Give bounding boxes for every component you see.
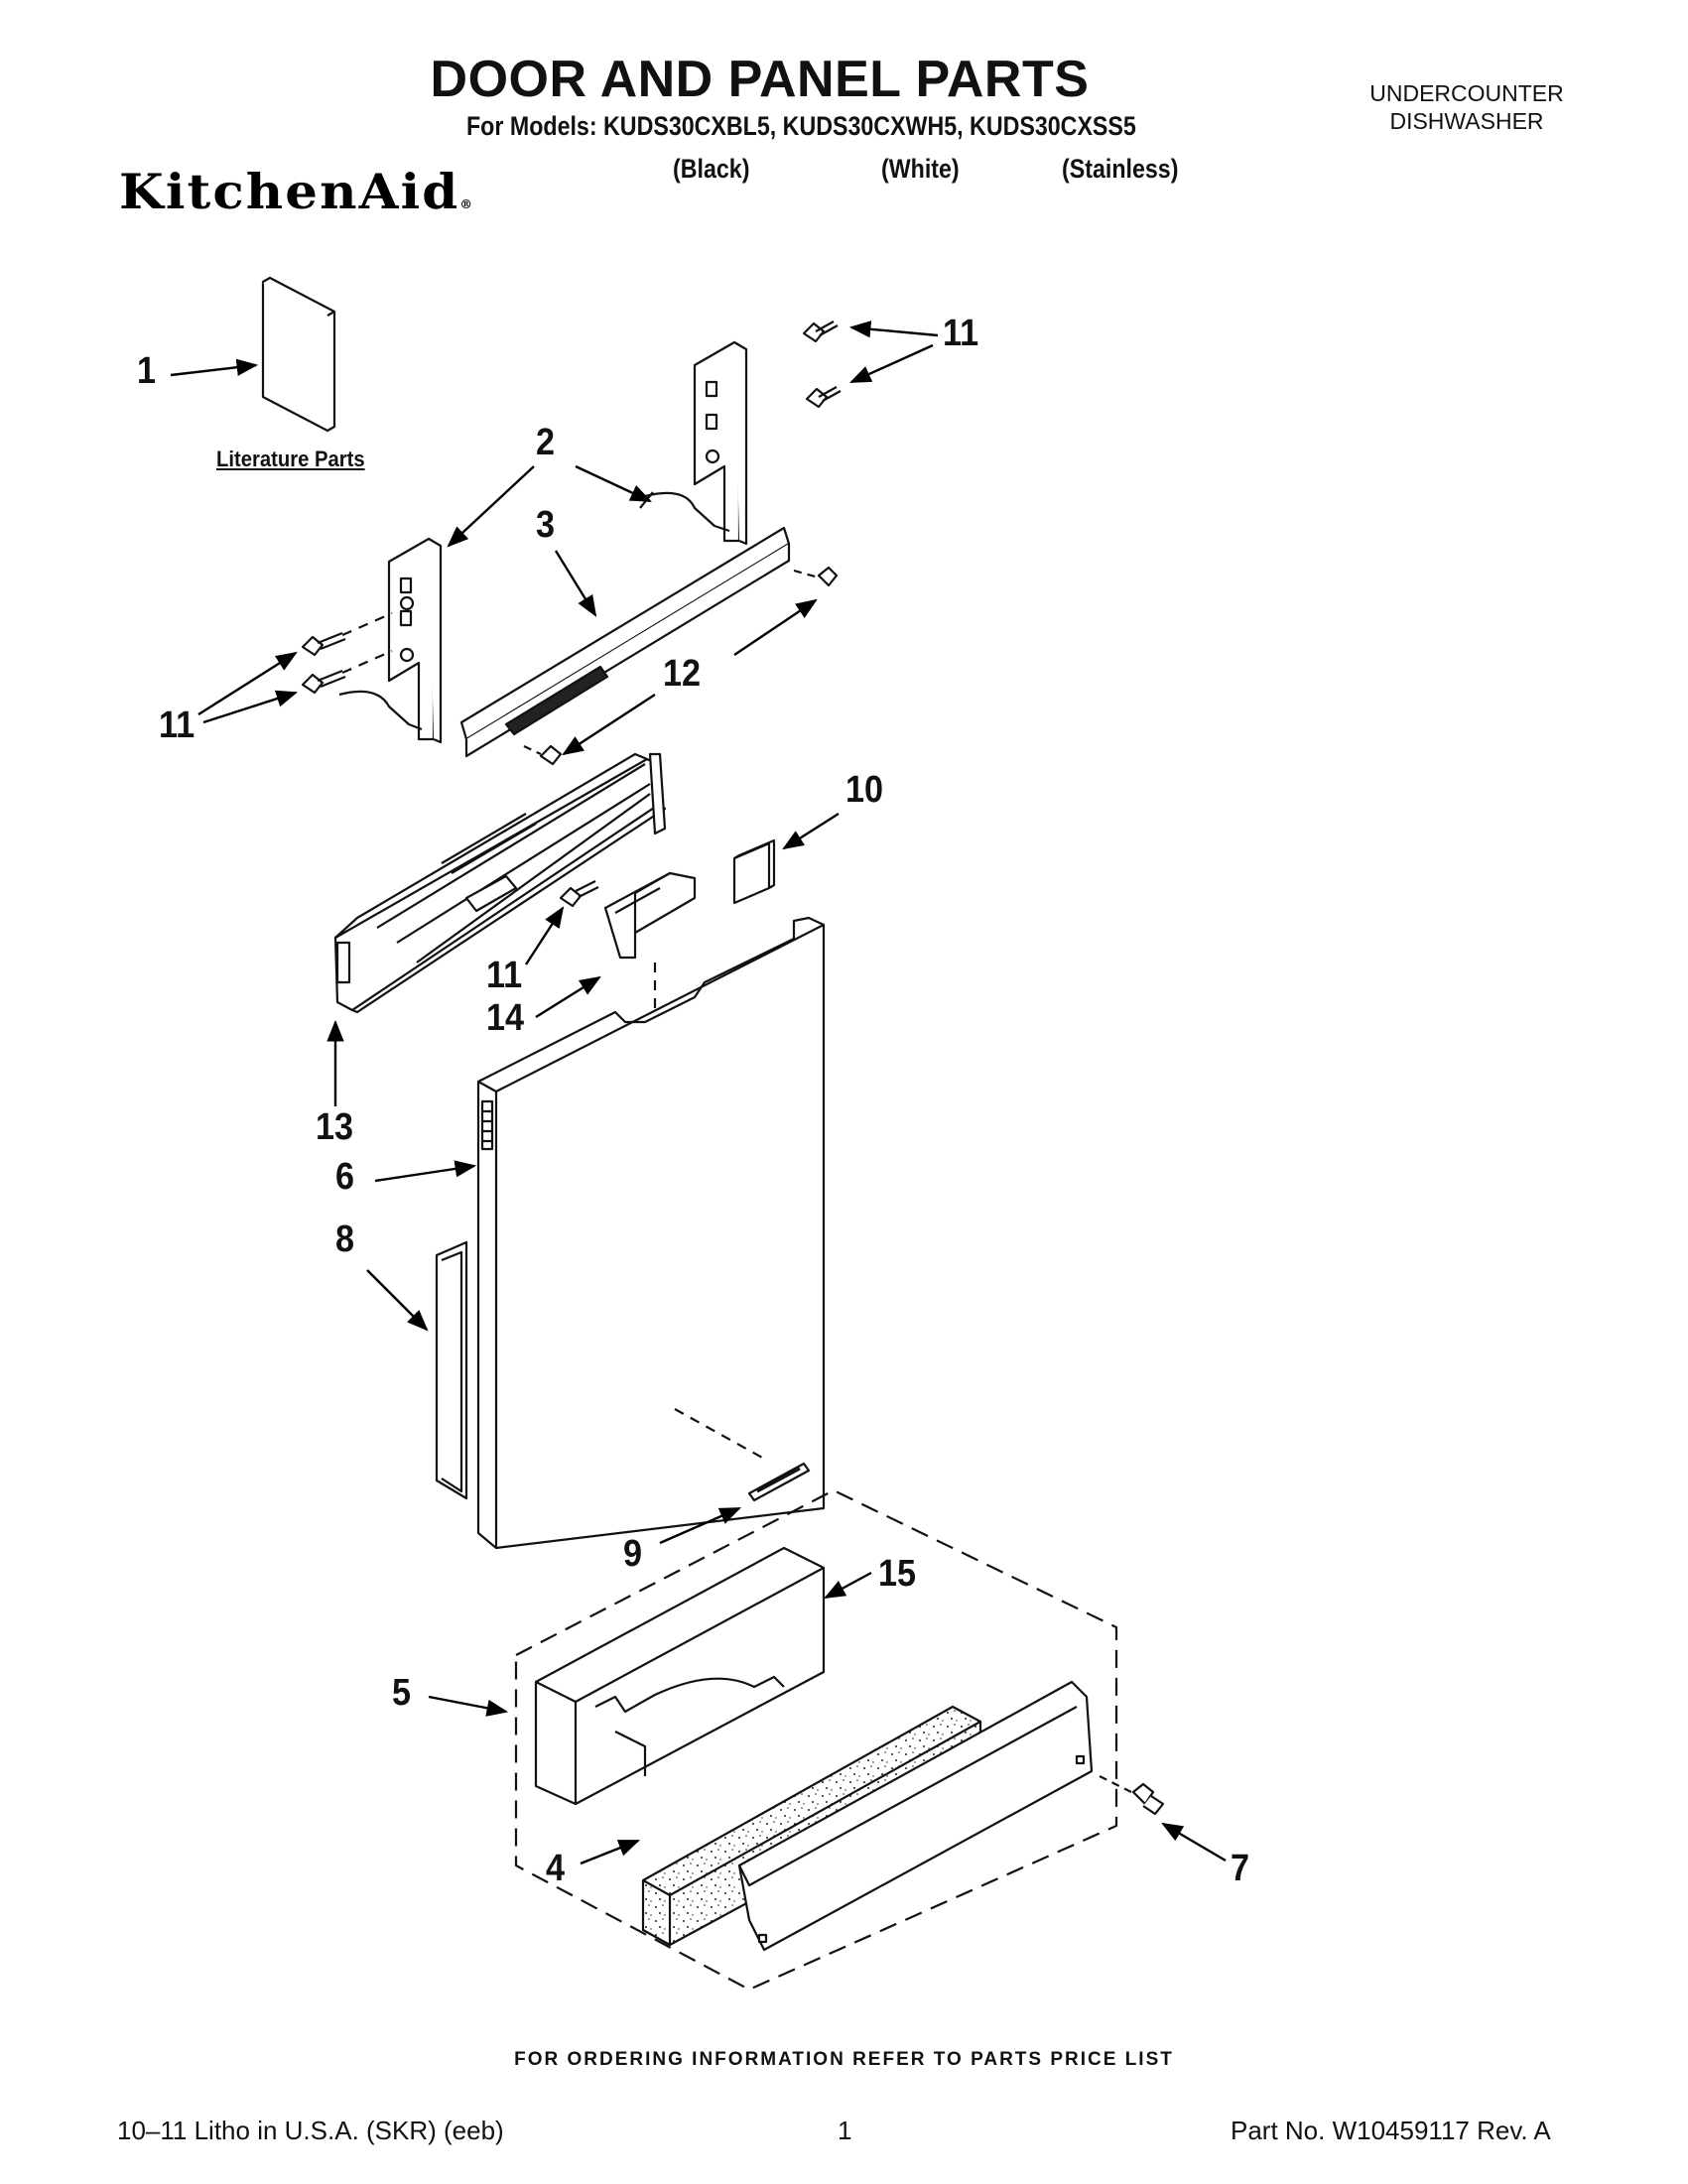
- category-line-1: UNDERCOUNTER: [1369, 80, 1564, 106]
- literature-booklet: [261, 276, 336, 433]
- screw-toe-panel: [1099, 1775, 1165, 1816]
- brand-registered-mark: ®: [459, 197, 472, 211]
- finish-black: (Black): [673, 154, 750, 184]
- finish-white: (White): [881, 154, 960, 184]
- finish-stainless: (Stainless): [1062, 154, 1179, 184]
- page-number: 1: [838, 2116, 852, 2145]
- brand-logo: KitchenAid®: [119, 163, 472, 220]
- callout-10: 10: [845, 769, 884, 811]
- callout-11-middle: 11: [486, 955, 523, 996]
- callout-2: 2: [536, 422, 556, 463]
- models-line: For Models: KUDS30CXBL5, KUDS30CXWH5, KU…: [466, 111, 1136, 141]
- callout-3: 3: [536, 504, 556, 546]
- callout-5: 5: [392, 1672, 412, 1714]
- door-bracket-left: [338, 537, 443, 744]
- foam-block: [534, 1546, 826, 1806]
- ordering-info: FOR ORDERING INFORMATION REFER TO PARTS …: [514, 2049, 1174, 2070]
- leader-arrows: [170, 321, 1227, 1865]
- screw-control: [559, 880, 599, 908]
- upper-panel-strip: [459, 526, 791, 758]
- door-gasket: [435, 1240, 468, 1500]
- part-number: Part No. W10459117 Rev. A: [1231, 2116, 1551, 2145]
- callout-15: 15: [878, 1553, 917, 1595]
- control-panel-assembly: [333, 752, 667, 1014]
- callout-14: 14: [486, 997, 525, 1039]
- logo-badge: [747, 1462, 811, 1502]
- callout-11-left: 11: [159, 705, 195, 746]
- door-bracket-right: [639, 340, 748, 546]
- callout-9: 9: [623, 1533, 643, 1575]
- callout-7: 7: [1231, 1848, 1250, 1889]
- screw-left-1: [301, 631, 346, 657]
- callout-6: 6: [335, 1156, 355, 1198]
- screw-top-1: [802, 321, 839, 343]
- page-title: DOOR AND PANEL PARTS: [0, 50, 1688, 109]
- callout-12: 12: [663, 653, 702, 695]
- insulation-pad: [732, 838, 776, 905]
- screw-left-2: [301, 669, 346, 695]
- page-title-text: DOOR AND PANEL PARTS: [430, 51, 1090, 108]
- callout-13: 13: [316, 1106, 354, 1148]
- screw-top-2: [805, 386, 842, 409]
- callout-8: 8: [335, 1219, 355, 1260]
- category-line-2: DISHWASHER: [1389, 108, 1544, 134]
- callout-11-top: 11: [943, 313, 979, 354]
- door-handle: [603, 871, 697, 960]
- callout-4: 4: [546, 1848, 566, 1889]
- toe-panel: [737, 1680, 1094, 1952]
- screw-panel-left: [523, 744, 563, 766]
- screw-panel-right: [793, 566, 839, 587]
- litho-info: 10–11 Litho in U.S.A. (SKR) (eeb): [117, 2116, 504, 2145]
- callout-1: 1: [137, 350, 157, 392]
- brand-name: KitchenAid: [119, 163, 460, 220]
- literature-parts-label: Literature Parts: [216, 447, 365, 471]
- door-outer-panel: [476, 916, 826, 1550]
